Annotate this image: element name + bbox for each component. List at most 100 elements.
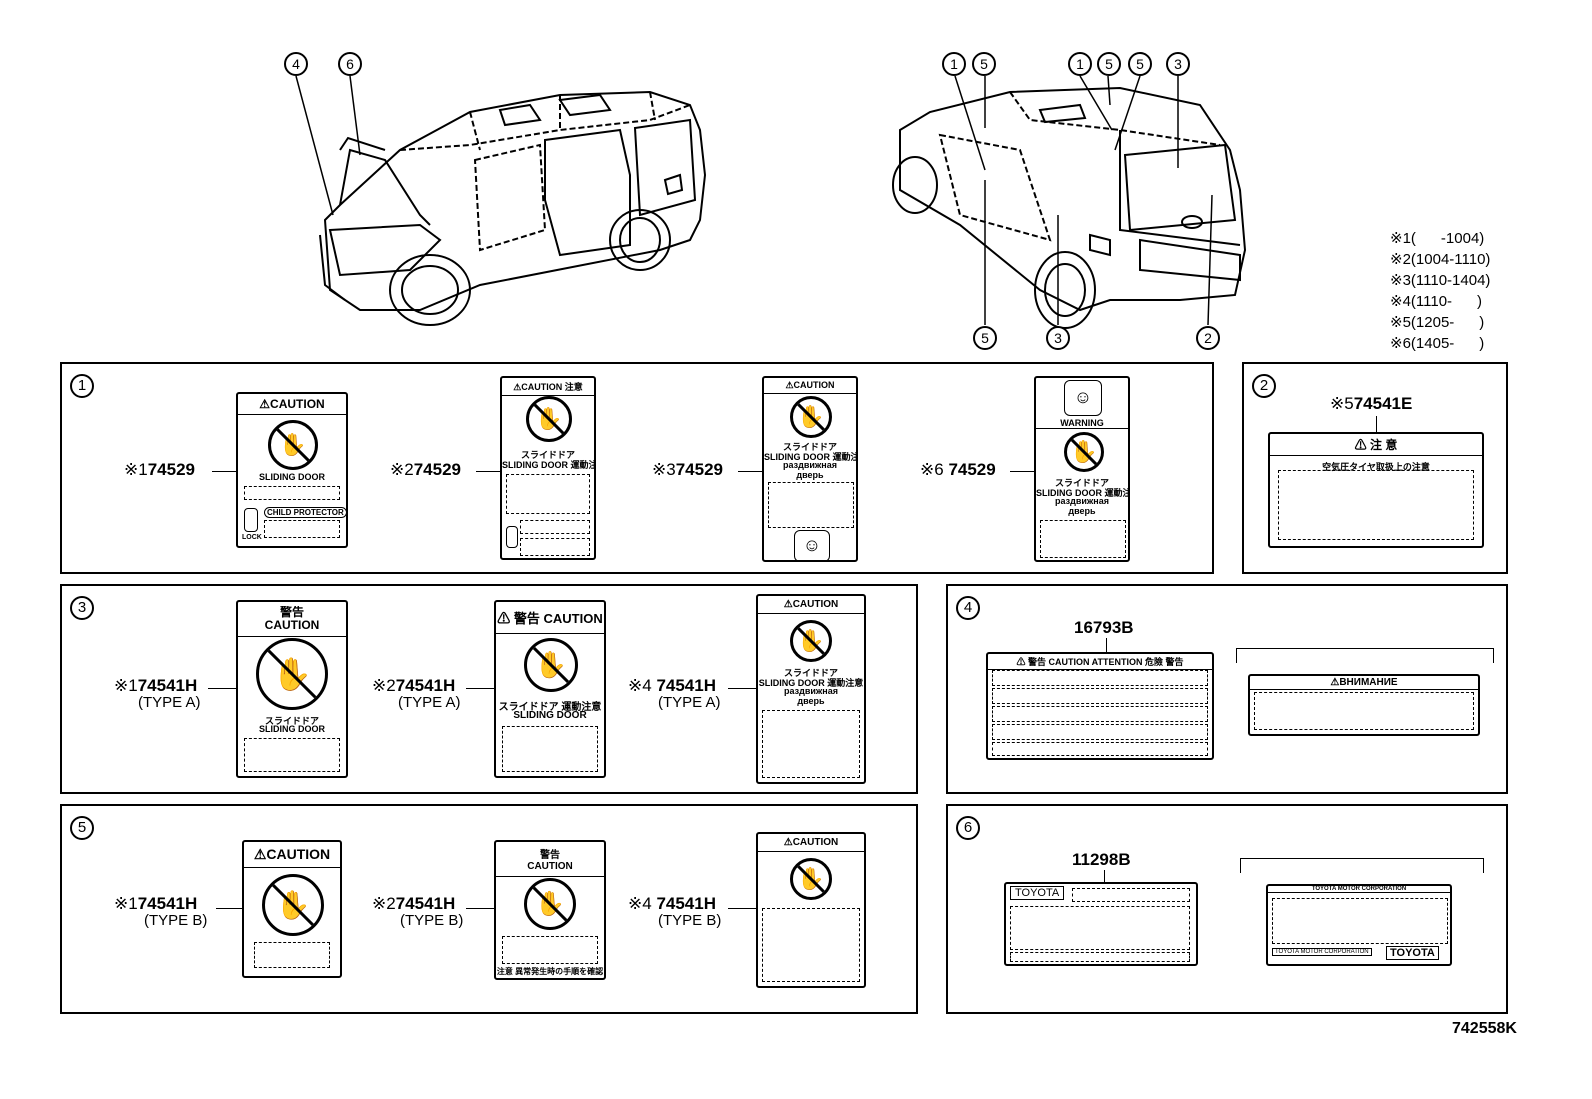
part-code[interactable]: ※274529 <box>390 460 461 479</box>
no-hand-icon: ✋ <box>524 878 576 930</box>
text-block <box>520 520 590 534</box>
callout-rear-3b: 3 <box>1046 326 1070 350</box>
child-seat-icon: ☺ <box>1064 380 1102 416</box>
panel-2: 2 ※574541E ⚠ 注 意 空気圧タイヤ取扱上の注意 <box>1242 362 1508 574</box>
vehicle-illustrations <box>295 75 1247 329</box>
caution-label-type-b-4: ⚠CAUTION ✋ <box>756 832 866 988</box>
lock-switch-icon <box>244 508 258 532</box>
caution-label-type-a-2: ⚠ 警告 CAUTION ✋ スライドドア 運動注意 SLIDING DOOR <box>494 600 606 778</box>
part-code[interactable]: ※4 74541H <box>628 894 716 913</box>
leader-line <box>466 688 494 689</box>
label-title: ⚠ 注 意 <box>1270 434 1482 456</box>
callout-rear-3a: 3 <box>1166 52 1190 76</box>
label-title: ⚠ 警告 CAUTION ATTENTION 危險 警告 <box>988 654 1212 670</box>
part-code[interactable]: ※374529 <box>652 460 723 479</box>
text-block <box>244 738 340 772</box>
panel-6: 6 11298B TOYOTA TOYOTA MOTOR CORPORATION… <box>946 804 1508 1014</box>
text-block <box>768 482 854 528</box>
label-russian-2: дверь <box>797 696 825 706</box>
drawing-reference-number: 742558K <box>1452 1020 1517 1037</box>
part-code[interactable]: ※4 74541H <box>628 676 716 695</box>
text-block <box>506 474 590 514</box>
callout-rear-5b: 5 <box>1097 52 1121 76</box>
text-block <box>1040 520 1126 558</box>
part-code[interactable]: 11298B <box>1072 850 1131 869</box>
caution-label-1: ⚠CAUTION ✋ SLIDING DOOR CHILD PROTECTOR … <box>236 392 348 548</box>
part-type: (TYPE A) <box>138 694 201 711</box>
part-code[interactable]: ※6 74529 <box>920 460 996 479</box>
legend-row: ※1( -1004) <box>1390 230 1485 247</box>
caution-label-2: ⚠CAUTION 注意 ✋ スライドドア SLIDING DOOR 運動注意 <box>500 376 596 560</box>
caution-label-type-a-1: 警告 CAUTION ✋ スライドドア SLIDING DOOR <box>236 600 348 778</box>
leader-line <box>476 471 500 472</box>
panel-number: 4 <box>956 596 980 620</box>
tire-caution-label: ⚠ 注 意 空気圧タイヤ取扱上の注意 <box>1268 432 1484 548</box>
part-code[interactable]: ※174541H <box>114 894 198 913</box>
part-code[interactable]: ※274541H <box>372 894 456 913</box>
lock-switch-icon <box>506 526 518 548</box>
text-block <box>1272 898 1448 944</box>
text-block <box>254 942 330 968</box>
panel-1: 1 ※174529 ⚠CAUTION ✋ SLIDING DOOR CHILD … <box>60 362 1214 574</box>
part-code[interactable]: ※274541H <box>372 676 456 695</box>
no-hand-icon: ✋ <box>524 638 578 692</box>
label-lock: LOCK <box>242 534 262 541</box>
label-brand: TOYOTA <box>1010 886 1065 900</box>
caution-label-3: ⚠CAUTION ✋ スライドドア SLIDING DOOR 運動注意 разд… <box>762 376 858 562</box>
callout-rear-5d: 5 <box>973 326 997 350</box>
panel-3: 3 ※174541H (TYPE A) 警告 CAUTION ✋ スライドドア … <box>60 584 918 794</box>
part-code[interactable]: ※174541H <box>114 676 198 695</box>
text-block <box>992 742 1208 756</box>
leader-line <box>1376 416 1377 432</box>
callout-rear-1a: 1 <box>942 52 966 76</box>
caution-label-type-b-2: 警告 CAUTION ✋ 注意 異常発生時の手順を確認 <box>494 840 606 980</box>
panel-number: 2 <box>1252 374 1276 398</box>
callout-front-6: 6 <box>338 52 362 76</box>
label-russian-1: раздвижная <box>1055 496 1109 506</box>
part-type: (TYPE B) <box>658 912 722 929</box>
leader-line <box>466 908 494 909</box>
label-title: ⚠CAUTION <box>758 599 864 614</box>
no-hand-icon: ✋ <box>790 396 832 438</box>
label-sliding-door: SLIDING DOOR 運動注意 <box>764 452 856 462</box>
label-sliding-door-jp: スライドドア <box>783 668 838 678</box>
legend-row: ※6(1405- ) <box>1390 335 1485 352</box>
text-block <box>1010 906 1190 950</box>
text-block <box>992 688 1208 704</box>
label-title: ⚠CAUTION <box>758 837 864 852</box>
text-block <box>244 486 340 500</box>
text-block <box>1010 952 1190 962</box>
no-hand-icon: ✋ <box>1064 432 1104 472</box>
label-sliding-door-jp: スライドドア <box>1054 478 1109 488</box>
label-title: ⚠CAUTION 注意 <box>502 380 594 396</box>
label-title: 警告 CAUTION <box>496 846 604 877</box>
label-sliding-door-jp: スライドドア 運動注意 <box>498 702 602 713</box>
label-sliding-door-jp: スライドドア <box>782 442 837 452</box>
leader-line <box>208 688 236 689</box>
part-code[interactable]: 16793B <box>1074 618 1134 637</box>
callout-front-4: 4 <box>284 52 308 76</box>
panel-number: 6 <box>956 816 980 840</box>
label-corporation: TOYOTA MOTOR CORPORATION <box>1272 948 1372 956</box>
label-warning: WARNING <box>1036 418 1128 429</box>
label-child-protector: CHILD PROTECTOR <box>264 507 347 518</box>
no-hand-icon: ✋ <box>790 858 832 900</box>
bracket <box>1236 648 1494 663</box>
text-block <box>502 726 598 772</box>
text-block <box>762 908 860 982</box>
legend-row: ※5(1205- ) <box>1390 314 1485 331</box>
callout-rear-1b: 1 <box>1068 52 1092 76</box>
leader-line <box>216 908 242 909</box>
label-brand: TOYOTA <box>1386 946 1439 960</box>
part-type: (TYPE B) <box>400 912 464 929</box>
caution-label-type-b-1: ⚠CAUTION ✋ <box>242 840 342 978</box>
multilingual-caution-label: ⚠ 警告 CAUTION ATTENTION 危險 警告 <box>986 652 1214 760</box>
bracket <box>1240 858 1484 873</box>
panel-number: 5 <box>70 816 94 840</box>
text-block <box>264 520 340 538</box>
legend-row: ※3(1110-1404) <box>1390 272 1491 289</box>
leader-line <box>738 471 762 472</box>
part-code[interactable]: ※574541E <box>1330 394 1413 413</box>
text-block <box>762 710 860 778</box>
part-code[interactable]: ※174529 <box>124 460 195 479</box>
